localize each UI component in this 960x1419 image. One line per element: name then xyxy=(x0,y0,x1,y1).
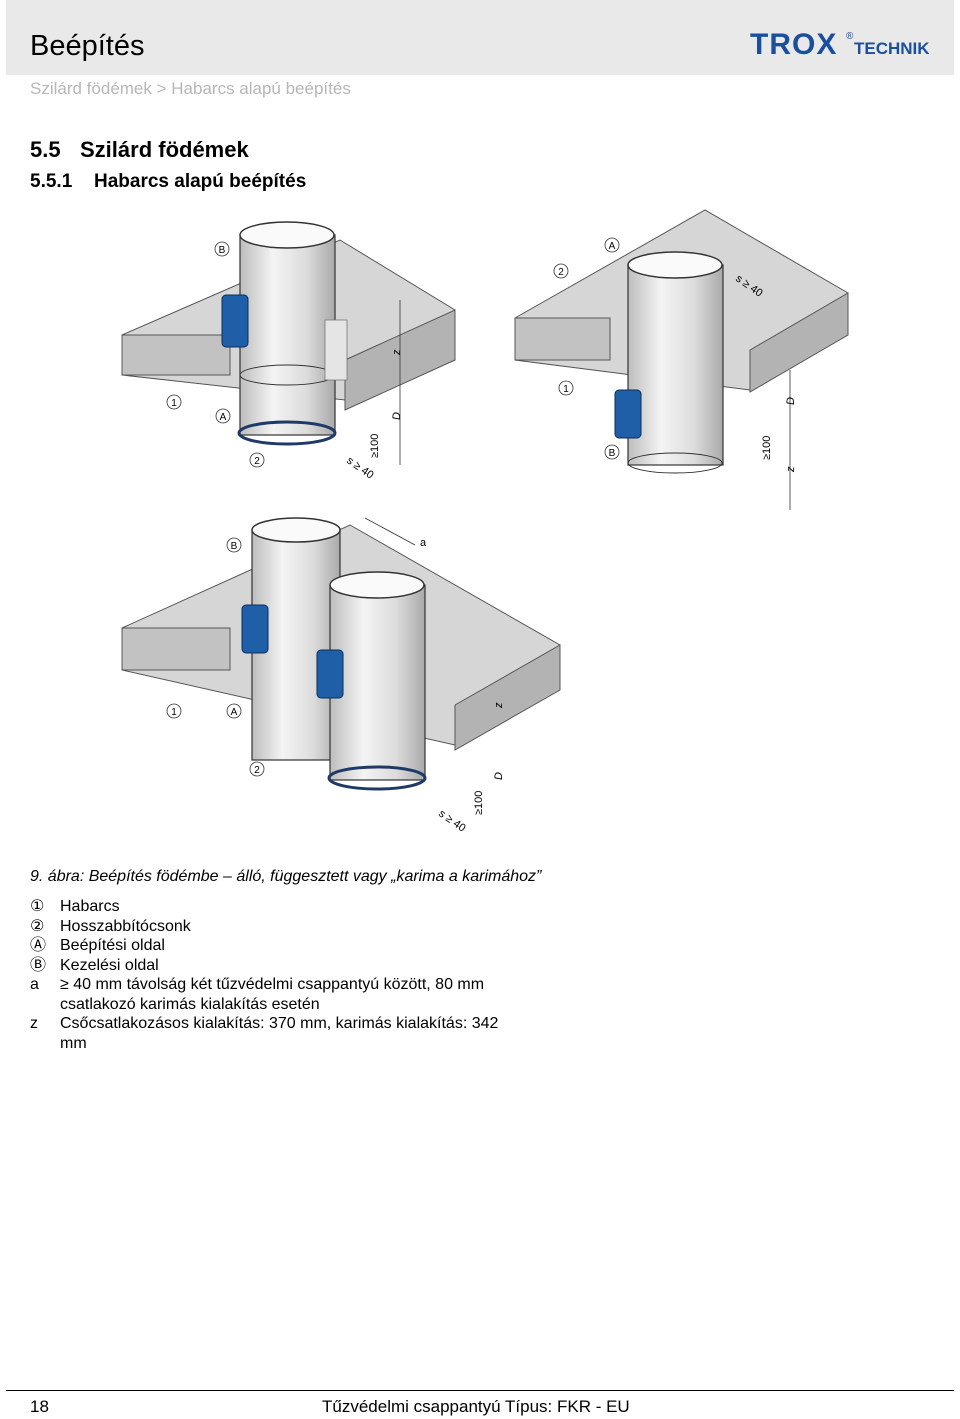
callout-A-circle xyxy=(215,408,231,424)
subsection-heading: 5.5.1 Habarcs alapú beépítés xyxy=(30,171,306,193)
callout-A: A xyxy=(609,241,616,252)
breadcrumb: Szilárd födémek > Habarcs alapú beépítés xyxy=(30,79,351,98)
actuator xyxy=(614,389,642,439)
callout-A: A xyxy=(231,707,238,718)
actuator-right xyxy=(316,649,344,699)
damper-top-opening xyxy=(627,251,723,279)
section-number: 5.5 xyxy=(30,137,61,162)
callout-B: B xyxy=(219,245,226,256)
callout-B-circle xyxy=(214,241,230,257)
page-number: 18 xyxy=(30,1397,49,1416)
dim-z: z xyxy=(785,466,797,473)
dim-line-a xyxy=(364,517,416,546)
dim-D: D xyxy=(493,772,505,780)
damper-body xyxy=(239,234,336,436)
legend-text: Beépítési oldal xyxy=(60,937,165,954)
figure-caption: 9. ábra: Beépítés födémbe – álló, függes… xyxy=(30,868,542,885)
dim-s40: s ≥ 40 xyxy=(436,808,467,835)
actuator-left xyxy=(241,604,269,654)
slab-front xyxy=(121,334,231,376)
legend-item: a ≥ 40 mm távolság két tűzvédelmi csappan… xyxy=(30,975,500,1014)
section-heading: 5.5 Szilárd födémek xyxy=(30,137,249,163)
callout-1: 1 xyxy=(171,398,177,409)
figure-bottom: B a 1 A 2 z D ≥100 s ≥ 40 xyxy=(121,517,561,835)
callout-B-circle xyxy=(604,444,620,460)
damper-top-opening-left xyxy=(251,517,341,543)
legend-key: ① xyxy=(30,898,45,915)
callout-1: 1 xyxy=(171,707,177,718)
callout-2-circle xyxy=(249,761,265,777)
logo-registered-mark: ® xyxy=(846,31,854,42)
legend-text: Hosszabbítócsonk xyxy=(60,917,191,935)
callout-B: B xyxy=(231,541,238,552)
legend-item: ② Hosszabbítócsonk xyxy=(30,917,500,937)
page-header-bar xyxy=(6,0,954,75)
callout-2: 2 xyxy=(254,456,260,467)
legend-text: Kezelési oldal xyxy=(60,956,159,974)
dim-D: D xyxy=(785,397,797,405)
figure-legend: ① Habarcs ② Hosszabbítócsonk Ⓐ Beépítési ol… xyxy=(30,897,500,1053)
callout-2-circle xyxy=(553,263,569,279)
legend-key: a xyxy=(30,976,39,993)
damper-body-right xyxy=(329,584,426,781)
figure-top-right: A 2 1 B s ≥ 40 D ≥100 z xyxy=(514,209,849,510)
callout-2: 2 xyxy=(254,765,260,776)
slab-side xyxy=(454,644,561,751)
legend-item: Ⓑ Kezelési oldal xyxy=(30,956,500,976)
slab-front xyxy=(514,317,611,361)
mortar-fill xyxy=(324,319,348,381)
callout-A: A xyxy=(220,412,227,423)
slab-front xyxy=(121,627,231,671)
actuator xyxy=(221,294,249,348)
dim-D: D xyxy=(391,412,403,420)
callout-B-circle xyxy=(226,537,242,553)
footer-divider xyxy=(6,1390,954,1391)
dim-z: z xyxy=(493,702,505,709)
trox-logo: TROX ® TECHNIK xyxy=(750,28,930,61)
callout-B: B xyxy=(609,448,616,459)
dim-ge100: ≥100 xyxy=(369,434,381,458)
legend-key: Ⓐ xyxy=(30,937,47,954)
damper-top-opening-right xyxy=(329,571,425,599)
slab-side xyxy=(749,292,849,393)
damper-bottom-ring xyxy=(237,420,337,446)
legend-key: Ⓑ xyxy=(30,956,47,974)
footer-product-title: Tűzvédelmi csappantyú Típus: FKR - EU xyxy=(322,1397,630,1416)
legend-item: Ⓐ Beépítési oldal xyxy=(30,936,500,956)
dim-a: a xyxy=(420,537,427,549)
callout-A-circle xyxy=(226,703,242,719)
damper-body xyxy=(627,264,724,466)
dim-ge100: ≥100 xyxy=(761,436,773,460)
legend-text: Csőcsatlakozásos kialakítás: 370 mm, kar… xyxy=(60,1015,499,1052)
legend-text: ≥ 40 mm távolság két tűzvédelmi csappant… xyxy=(60,976,485,1013)
damper-bottom-ring-right xyxy=(327,765,427,791)
callout-1-circle xyxy=(558,380,574,396)
damper-top-opening xyxy=(239,221,335,249)
page-title: Beépítés xyxy=(30,30,145,62)
callout-1-circle xyxy=(166,703,182,719)
logo-trox-text: TROX xyxy=(750,28,837,61)
callout-A-circle xyxy=(604,237,620,253)
logo-technik-text: TECHNIK xyxy=(854,39,930,58)
legend-key: ② xyxy=(30,917,45,935)
legend-item: ① Habarcs xyxy=(30,897,500,917)
damper-bottom xyxy=(627,452,723,474)
legend-key: z xyxy=(30,1015,38,1032)
subsection-title: Habarcs alapú beépítés xyxy=(94,171,307,192)
legend-text: Habarcs xyxy=(60,898,120,915)
legend-item: z Csőcsatlakozásos kialakítás: 370 mm, ka… xyxy=(30,1014,500,1053)
callout-1: 1 xyxy=(563,384,569,395)
callout-1-circle xyxy=(166,394,182,410)
dim-ge100: ≥100 xyxy=(473,791,485,815)
dim-z: z xyxy=(391,349,403,356)
figure-top-left: B 1 A 2 z D ≥100 s ≥ 40 xyxy=(121,221,456,482)
callout-2-circle xyxy=(249,452,265,468)
installation-figure: B 1 A 2 z D ≥100 s ≥ 40 A 2 1 B s ≥ 40 D… xyxy=(121,209,849,835)
section-title: Szilárd födémek xyxy=(80,137,249,162)
callout-2: 2 xyxy=(558,267,564,278)
subsection-number: 5.5.1 xyxy=(30,171,73,192)
